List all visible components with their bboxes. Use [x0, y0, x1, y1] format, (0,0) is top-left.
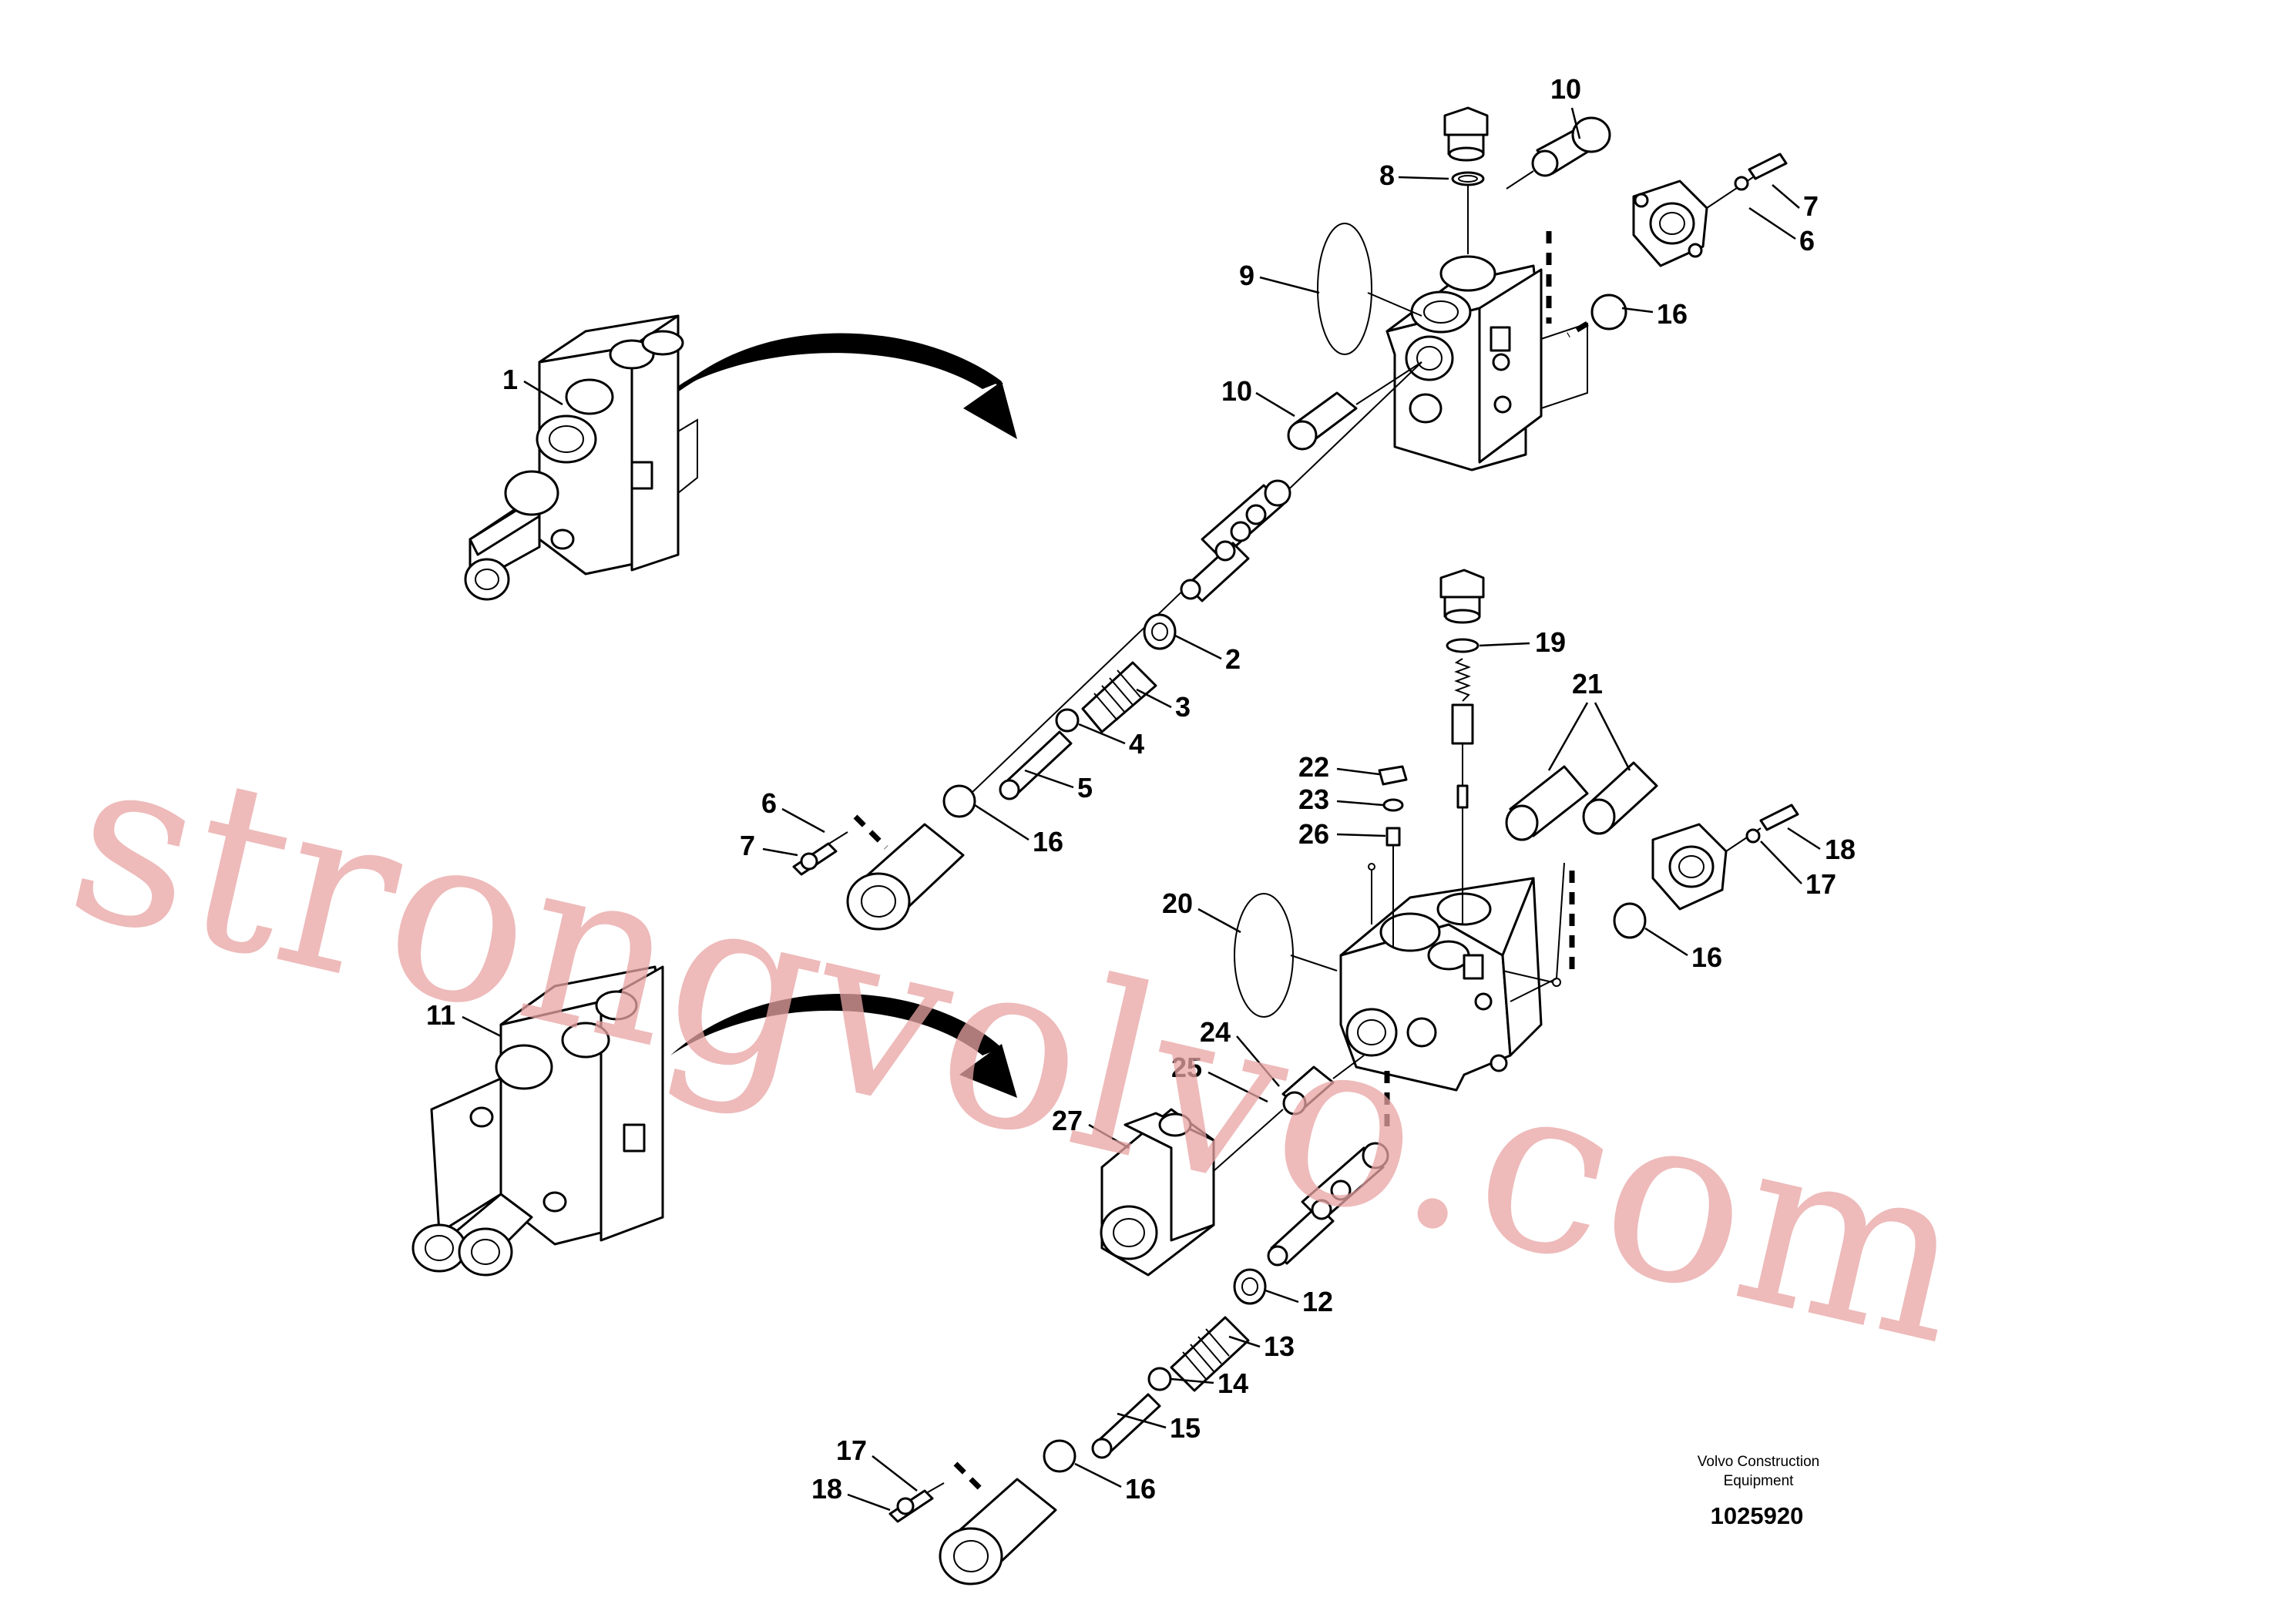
callout-16b: 16 — [1033, 826, 1063, 857]
callout-16a: 16 — [1657, 298, 1688, 330]
callout-18b: 18 — [811, 1473, 842, 1505]
lower-spool-assembly — [1267, 1071, 1390, 1267]
transition-arrow-lower — [670, 994, 1017, 1098]
callout-8: 8 — [1379, 159, 1395, 191]
upper-spool-assembly — [970, 361, 1422, 794]
callout-21: 21 — [1572, 668, 1603, 700]
callout-23: 23 — [1298, 783, 1329, 815]
callout-27: 27 — [1052, 1105, 1083, 1136]
company-name-line1: Volvo Construction — [1698, 1454, 1819, 1470]
callout-20: 20 — [1162, 887, 1193, 919]
callout-4: 4 — [1129, 728, 1144, 760]
part-spool-cap-upper — [792, 784, 976, 931]
part-small-check-items — [1368, 765, 1408, 948]
callout-14: 14 — [1218, 1367, 1248, 1399]
callout-6a: 6 — [1799, 225, 1815, 257]
part-relief-cartridge-upper — [1506, 116, 1611, 190]
callout-25: 25 — [1171, 1052, 1202, 1083]
assembly-11-valve-section — [411, 965, 664, 1277]
part-pilot-cap-27 — [1100, 1108, 1284, 1277]
callout-2: 2 — [1225, 643, 1241, 675]
part-spool-end-upper — [999, 730, 1073, 800]
part-adapter-24 — [1281, 1055, 1365, 1116]
part-relief-plug-lower — [1287, 361, 1422, 451]
part-washer-upper — [1055, 708, 1080, 733]
part-spring-lower — [1170, 1316, 1250, 1392]
callout-16d: 16 — [1125, 1473, 1156, 1505]
callout-9: 9 — [1239, 260, 1254, 291]
part-spring-upper — [1081, 661, 1157, 733]
callout-11: 11 — [426, 999, 455, 1031]
part-spring-seat-lower — [1233, 1268, 1267, 1305]
callout-24: 24 — [1200, 1016, 1231, 1048]
callout-10b: 10 — [1221, 375, 1252, 407]
part-spool-end-lower — [1091, 1393, 1161, 1459]
callout-22: 22 — [1298, 751, 1329, 783]
watermark-text: strongvolvo.com — [49, 700, 1989, 1396]
assembly-1-valve-section — [464, 314, 698, 601]
title-block: Volvo Construction Equipment 1025920 — [1698, 1454, 1819, 1529]
callout-1: 1 — [502, 364, 518, 395]
callout-17b: 17 — [836, 1434, 867, 1466]
upper-valve-body — [1385, 231, 1588, 471]
callout-16c: 16 — [1691, 941, 1722, 973]
callout-17a: 17 — [1805, 868, 1836, 900]
callout-26: 26 — [1298, 818, 1329, 850]
part-o-ring-large-upper — [1317, 223, 1372, 355]
callout-labels: 1 10 8 7 6 9 16 10 2 3 4 5 6 7 16 19 21 — [426, 73, 1856, 1512]
callout-10a: 10 — [1550, 73, 1581, 105]
callout-18a: 18 — [1825, 834, 1856, 865]
part-spool-cap-lower — [888, 1439, 1076, 1585]
callout-3: 3 — [1175, 691, 1191, 723]
callout-13: 13 — [1264, 1330, 1295, 1362]
part-plug-upper — [1443, 106, 1489, 254]
company-name-line2: Equipment — [1724, 1473, 1795, 1489]
callout-12: 12 — [1302, 1286, 1333, 1317]
transition-arrow-upper — [677, 333, 1017, 439]
callout-19: 19 — [1535, 626, 1566, 658]
part-spring-seat-upper — [1143, 613, 1177, 650]
part-flange-lower — [1613, 804, 1799, 939]
callout-15: 15 — [1170, 1412, 1201, 1444]
drawing-number: 1025920 — [1711, 1502, 1804, 1529]
callout-7b: 7 — [740, 830, 755, 861]
callout-6b: 6 — [761, 787, 777, 819]
callout-5: 5 — [1077, 772, 1093, 804]
part-flange-upper — [1567, 153, 1788, 338]
callout-7a: 7 — [1803, 190, 1819, 222]
part-plug-lower — [1439, 569, 1485, 924]
lower-valve-body — [1339, 862, 1575, 1092]
part-pilot-cartridges — [1505, 761, 1658, 841]
part-washer-lower — [1147, 1367, 1172, 1391]
